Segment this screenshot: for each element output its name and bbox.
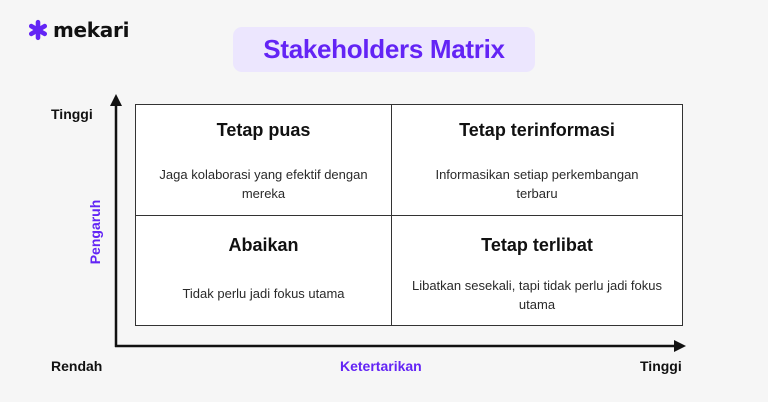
quadrant-description: Jaga kolaborasi yang efektif dengan mere… — [159, 167, 368, 201]
y-axis-high-label: Tinggi — [51, 106, 93, 122]
stakeholder-matrix: Tetap puas Jaga kolaborasi yang efektif … — [135, 104, 683, 326]
quadrant-bottom-left: Abaikan Tidak perlu jadi fokus utama — [136, 216, 392, 325]
x-axis-low-label: Rendah — [51, 358, 103, 374]
x-axis-title: Ketertarikan — [340, 358, 422, 374]
y-axis-title: Pengaruh — [87, 199, 103, 265]
quadrant-description: Tidak perlu jadi fokus utama — [182, 286, 345, 301]
y-axis-arrow — [110, 94, 122, 347]
x-axis-high-label: Tinggi — [640, 358, 682, 374]
quadrant-title: Tetap puas — [216, 120, 311, 140]
quadrant-title: Abaikan — [228, 235, 299, 255]
page-title-pill: Stakeholders Matrix — [233, 27, 535, 72]
quadrant-top-right: Tetap terinformasi Informasikan setiap p… — [392, 105, 682, 216]
quadrant-title: Tetap terinformasi — [459, 120, 615, 140]
asterisk-icon — [28, 19, 48, 41]
quadrant-bottom-right: Tetap terlibat Libatkan sesekali, tapi t… — [392, 216, 682, 325]
quadrant-description: Informasikan setiap perkembangan terbaru — [435, 167, 639, 201]
quadrant-top-left: Tetap puas Jaga kolaborasi yang efektif … — [136, 105, 392, 216]
quadrant-description: Libatkan sesekali, tapi tidak perlu jadi… — [411, 278, 663, 312]
x-axis-arrow — [115, 340, 686, 352]
brand-name: mekari — [53, 18, 130, 42]
quadrant-title: Tetap terlibat — [481, 235, 593, 255]
brand-logo: mekari — [27, 19, 129, 41]
page-title: Stakeholders Matrix — [263, 34, 505, 64]
